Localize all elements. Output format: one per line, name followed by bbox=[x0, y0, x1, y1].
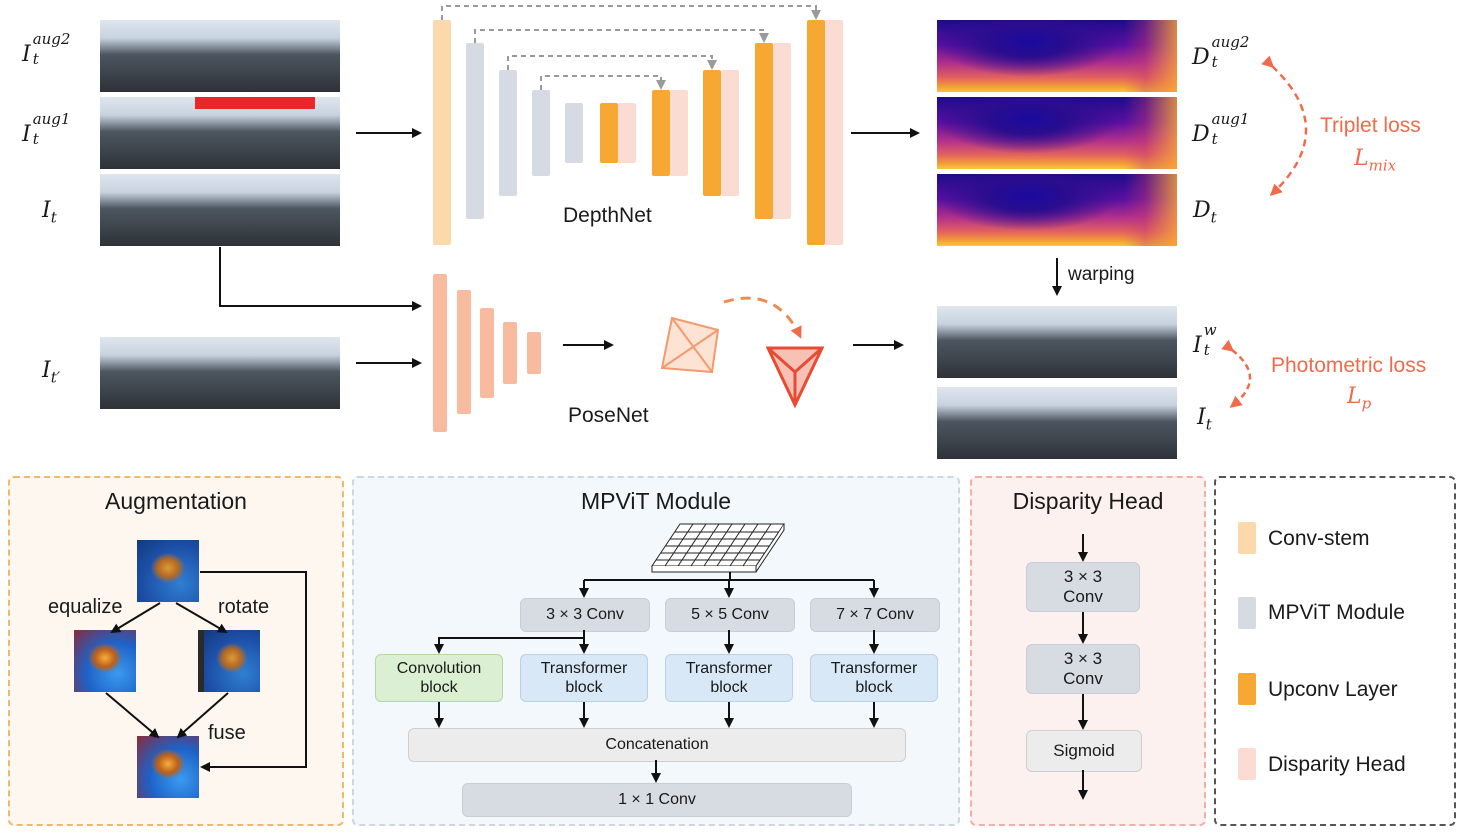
output-label-d-t: Dt bbox=[1193, 198, 1217, 227]
posenet-label: PoseNet bbox=[568, 404, 649, 427]
depthnet-disp-1 bbox=[618, 103, 636, 163]
output-label-i-t: It bbox=[1197, 405, 1212, 434]
depth-map-aug1 bbox=[937, 97, 1177, 169]
input-image-itprime bbox=[100, 337, 340, 409]
feature-map-grid-icon bbox=[651, 523, 785, 573]
pose-transform-arrow bbox=[723, 296, 802, 339]
turtle-equalized bbox=[74, 630, 136, 692]
conv7x7-box: 7 × 7 Conv bbox=[810, 598, 940, 632]
augmentation-arrows bbox=[105, 571, 307, 772]
legend-swatch-conv-stem bbox=[1238, 522, 1256, 554]
triplet-loss-symbol: Lmix bbox=[1354, 146, 1397, 175]
input-image-aug1 bbox=[100, 97, 340, 169]
equalize-label: equalize bbox=[48, 596, 123, 618]
transformer-block-2: Transformer block bbox=[665, 654, 793, 702]
turtle-original bbox=[137, 540, 199, 602]
depthnet-disp-4 bbox=[773, 43, 791, 219]
rotation-artifact bbox=[195, 97, 315, 109]
depth-map-aug2 bbox=[937, 20, 1177, 92]
fuse-label: fuse bbox=[208, 722, 246, 744]
depthnet-conv-stem bbox=[433, 20, 451, 245]
depthnet-encoder-3 bbox=[532, 90, 550, 176]
flow-arrows bbox=[219, 128, 1062, 368]
posenet-layer-2 bbox=[457, 290, 471, 414]
posenet-layer-1 bbox=[433, 274, 447, 432]
depthnet-upconv-3 bbox=[703, 70, 721, 196]
triplet-loss-arc bbox=[1261, 55, 1308, 197]
posenet-layer-4 bbox=[503, 322, 517, 384]
depth-map-t bbox=[937, 174, 1177, 246]
camera-pose-target-icon bbox=[765, 346, 825, 409]
transformer-block-1: Transformer block bbox=[520, 654, 648, 702]
depthnet-encoder-2 bbox=[499, 70, 517, 196]
depthnet-upconv-4 bbox=[755, 43, 773, 219]
camera-pose-source-icon bbox=[660, 316, 720, 374]
disparity-head-title: Disparity Head bbox=[1012, 488, 1164, 514]
legend-swatch-mpvit bbox=[1238, 597, 1256, 629]
sigmoid-box: Sigmoid bbox=[1026, 730, 1142, 772]
rotate-label: rotate bbox=[218, 596, 270, 618]
turtle-fused bbox=[137, 736, 199, 798]
target-image bbox=[937, 387, 1177, 459]
depthnet-encoder-1 bbox=[466, 43, 484, 219]
legend-swatch-upconv bbox=[1238, 673, 1256, 705]
legend-swatch-disparity bbox=[1238, 748, 1256, 780]
photometric-loss-symbol: Lp bbox=[1347, 384, 1372, 413]
depthnet-disp-5 bbox=[825, 20, 843, 245]
input-label-it: It bbox=[42, 198, 57, 227]
transformer-block-3: Transformer block bbox=[810, 654, 938, 702]
posenet-layer-5 bbox=[527, 332, 541, 374]
skip-connections bbox=[441, 5, 821, 90]
depthnet-label: DepthNet bbox=[563, 204, 652, 227]
mpvit-arrows bbox=[434, 572, 879, 783]
posenet-layer-3 bbox=[480, 308, 494, 398]
legend-label-conv-stem: Conv-stem bbox=[1268, 527, 1370, 550]
depthnet-disp-2 bbox=[670, 90, 688, 176]
disparity-conv-b: 3 × 3 Conv bbox=[1026, 644, 1140, 694]
legend-label-upconv: Upconv Layer bbox=[1268, 678, 1398, 701]
legend-label-disparity: Disparity Head bbox=[1268, 753, 1406, 776]
depthnet-upconv-2 bbox=[652, 90, 670, 176]
depthnet-upconv-5 bbox=[807, 20, 825, 245]
conv3x3-box: 3 × 3 Conv bbox=[520, 598, 650, 632]
disparity-conv-a: 3 × 3 Conv bbox=[1026, 562, 1140, 612]
turtle-rotated bbox=[198, 630, 260, 692]
photometric-loss-arc bbox=[1221, 339, 1252, 408]
conv1x1-box: 1 × 1 Conv bbox=[462, 783, 852, 817]
conv5x5-box: 5 × 5 Conv bbox=[665, 598, 795, 632]
warping-label: warping bbox=[1068, 264, 1135, 285]
warped-image bbox=[937, 306, 1177, 378]
convolution-block-box: Convolution block bbox=[375, 654, 503, 702]
mpvit-title: MPViT Module bbox=[581, 488, 731, 514]
depthnet-disp-3 bbox=[721, 70, 739, 196]
photometric-loss-label: Photometric loss bbox=[1271, 354, 1427, 377]
depthnet-encoder-4 bbox=[565, 103, 583, 163]
input-label-itprime: It′ bbox=[42, 358, 61, 387]
input-image-it bbox=[100, 174, 340, 246]
depthnet-upconv-1 bbox=[600, 103, 618, 163]
augmentation-title: Augmentation bbox=[105, 488, 247, 514]
input-image-aug2 bbox=[100, 20, 340, 92]
legend-label-mpvit: MPViT Module bbox=[1268, 601, 1405, 624]
triplet-loss-label: Triplet loss bbox=[1320, 114, 1421, 137]
